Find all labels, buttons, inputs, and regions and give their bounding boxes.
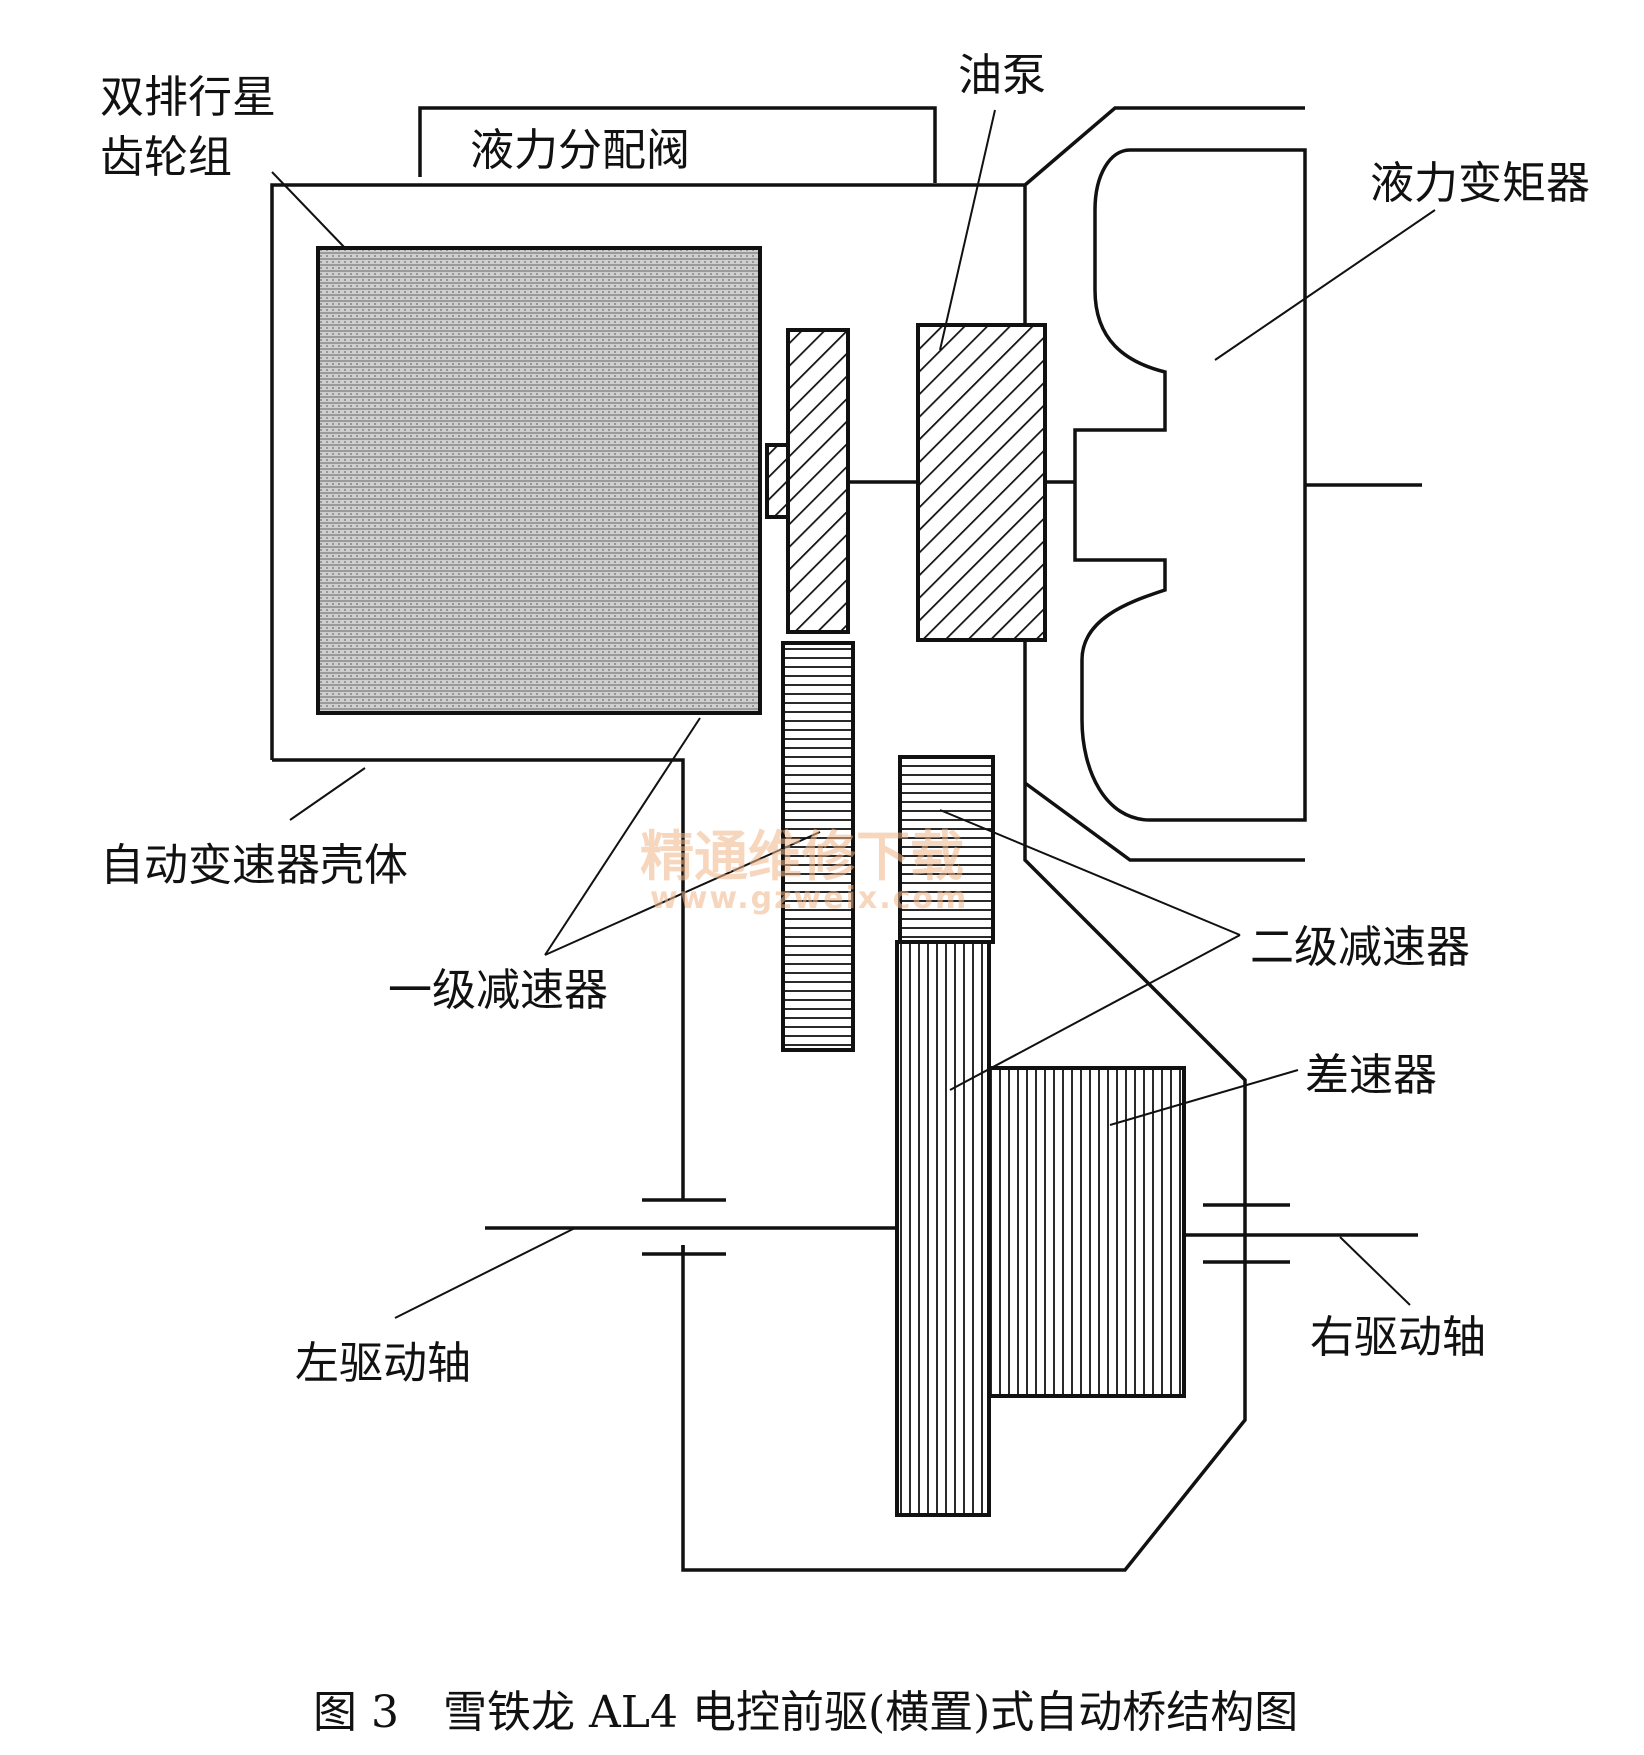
torque-converter <box>1073 148 1307 822</box>
leader-converter <box>1214 209 1436 361</box>
leader-oil-pump <box>939 109 996 351</box>
leader-left-shaft <box>394 1227 576 1319</box>
label-secondary-reducer: 二级减速器 <box>1250 922 1470 973</box>
label-primary-reducer: 一级减速器 <box>388 965 608 1016</box>
housing-lower-left <box>272 758 685 1185</box>
watermark-text: 精通维修下载 <box>640 824 964 888</box>
oil-pump <box>916 323 1047 642</box>
secondary-ring-gear <box>895 940 991 1517</box>
label-valve-body: 液力分配阀 <box>470 125 690 176</box>
leader-primary-a <box>544 717 701 956</box>
leader-right-shaft <box>1339 1236 1411 1306</box>
label-differential: 差速器 <box>1305 1050 1437 1101</box>
primary-driven-gear <box>781 641 855 1052</box>
primary-drive-gear <box>786 328 850 634</box>
label-right-shaft: 右驱动轴 <box>1310 1312 1486 1363</box>
label-planetary-line2: 齿轮组 <box>100 132 232 183</box>
label-torque-converter: 液力变矩器 <box>1370 158 1590 209</box>
converter-housing <box>1023 106 1305 187</box>
planetary-gear-set <box>316 246 762 715</box>
leader-housing <box>289 767 366 821</box>
leader-secondary-a <box>939 809 1241 936</box>
housing-outline <box>270 183 1247 1572</box>
secondary-small-gear <box>898 755 995 944</box>
label-planetary-line1: 双排行星 <box>100 72 276 123</box>
figure-caption: 图 3 雪铁龙 AL4 电控前驱(横置)式自动桥结构图 <box>313 1687 1298 1738</box>
leader-secondary-b <box>949 934 1241 1091</box>
leader-primary-b <box>544 831 821 956</box>
label-housing: 自动变速器壳体 <box>100 840 408 891</box>
converter-housing-bottom <box>1023 781 1305 862</box>
watermark-url: www.gzweix.com <box>650 881 968 916</box>
valve-body-outline <box>418 106 937 183</box>
leader-differential <box>1109 1069 1299 1126</box>
label-oil-pump: 油泵 <box>958 50 1046 101</box>
differential <box>987 1066 1186 1398</box>
coupling-block <box>765 443 791 519</box>
leader-planetary <box>271 171 346 249</box>
label-left-shaft: 左驱动轴 <box>295 1338 471 1389</box>
